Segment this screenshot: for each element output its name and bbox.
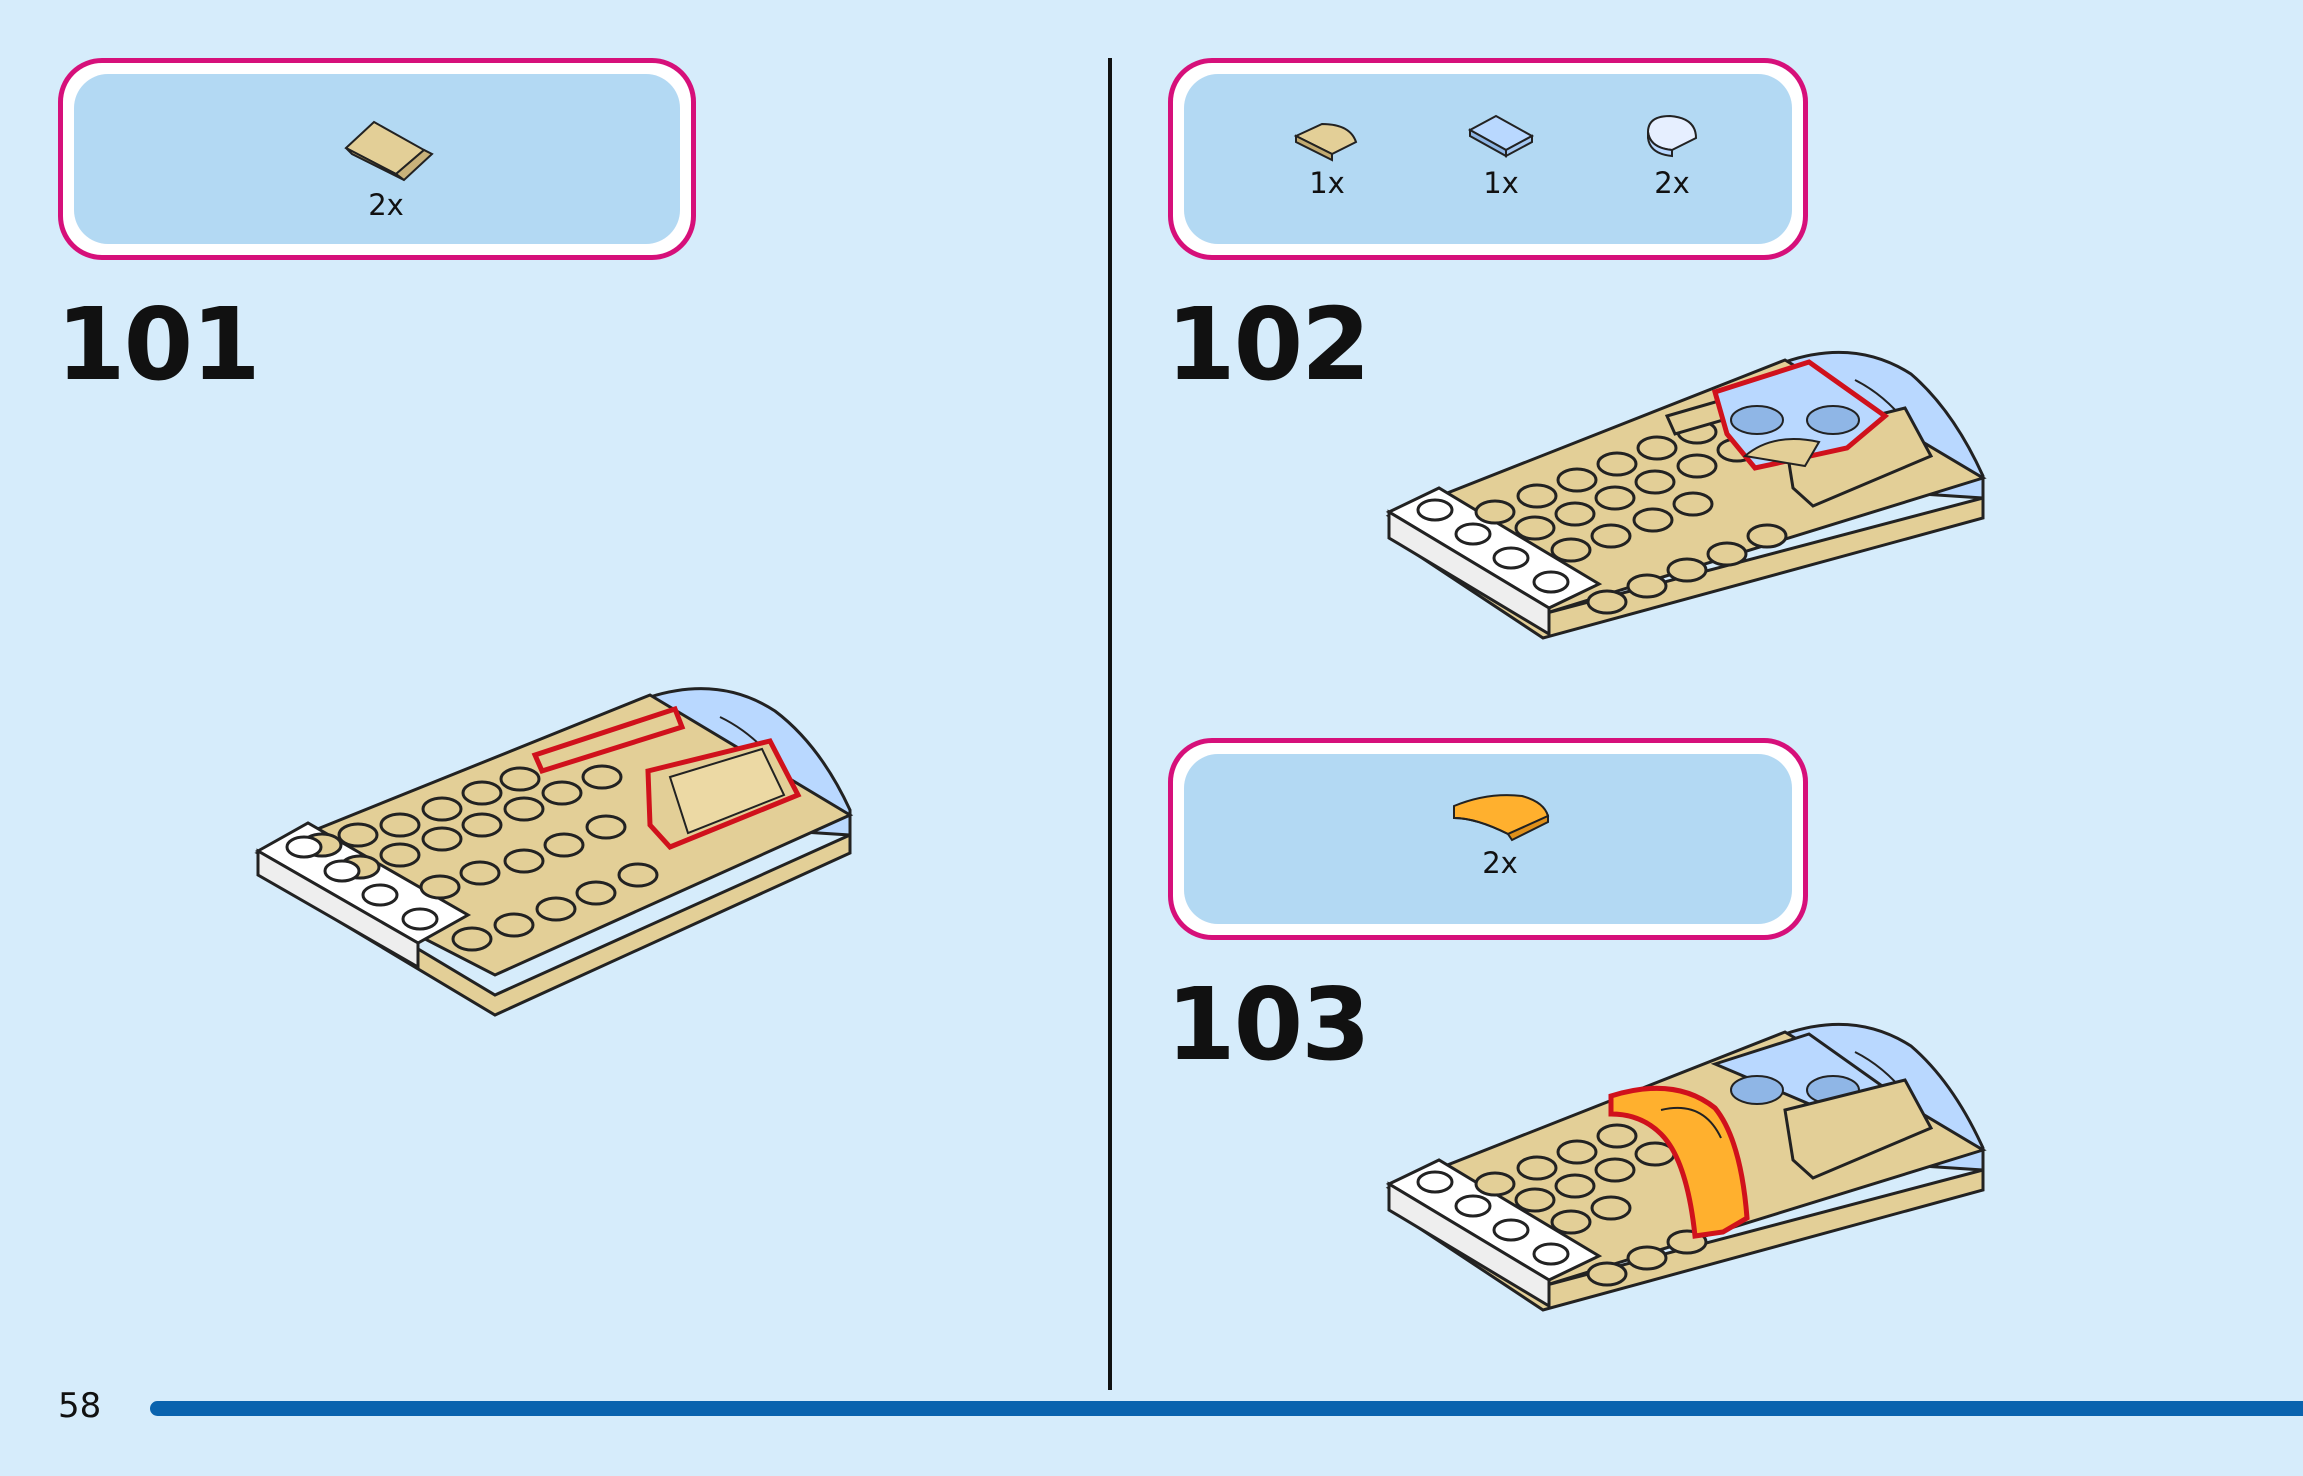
step-number-101: 101 [56,295,259,395]
trans-blue-tile-icon [1466,108,1536,164]
parts-callout-inner: 2x [1184,754,1792,924]
parts-callout-inner: 1x 1x 2x [1184,74,1792,244]
step-103-model-illustration [1385,1010,1995,1360]
footer-bar [150,1401,2303,1416]
parts-callout-step-101: 2x [58,58,696,260]
step-number-103: 103 [1166,975,1369,1075]
page-divider [1108,58,1112,1390]
tan-slope-brick-icon [336,108,436,186]
part-quantity: 2x [368,188,404,222]
tan-quarter-round-tile-icon [1292,116,1362,164]
parts-callout-inner: 2x [74,74,680,244]
part-quantity: 2x [1654,166,1690,200]
trans-blue-round-tile-icon [1642,108,1702,164]
step-number-102: 102 [1166,295,1369,395]
part-quantity: 2x [1482,846,1518,880]
part-quantity: 1x [1309,166,1345,200]
step-102-model-illustration [1385,338,1995,688]
parts-callout-step-103: 2x [1168,738,1808,940]
part-item: 2x [1448,788,1552,880]
parts-callout-step-102: 1x 1x 2x [1168,58,1808,260]
page-number: 58 [58,1386,101,1426]
part-quantity: 1x [1483,166,1519,200]
part-item: 2x [1642,108,1702,200]
step-101-model-illustration [250,675,860,1035]
part-item: 1x [1292,116,1362,200]
orange-curved-slope-icon [1448,788,1552,844]
part-item: 2x [336,108,436,222]
part-item: 1x [1466,108,1536,200]
